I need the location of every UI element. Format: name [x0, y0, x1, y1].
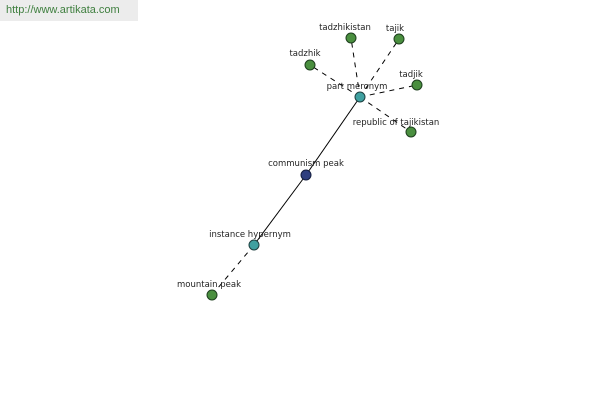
- node-tadzhikistan[interactable]: [345, 32, 357, 44]
- edge-part-meronym-republic: [359, 96, 412, 133]
- label-tajik: tajik: [386, 24, 404, 34]
- label-tadjik: tadjik: [399, 70, 423, 80]
- label-part-meronym: part meronym: [327, 82, 388, 92]
- label-republic-of-tajikistan: republic of tajikistan: [353, 118, 440, 128]
- node-part-meronym[interactable]: [354, 91, 366, 103]
- node-mountain-peak[interactable]: [206, 289, 218, 301]
- edge-part-meronym-tadzhik: [309, 64, 361, 98]
- edge-part-meronym-tajik: [359, 38, 400, 98]
- label-tadzhik: tadzhik: [289, 49, 320, 59]
- edge-instance-hypernym-mountain-peak: [211, 244, 255, 296]
- node-tadzhik[interactable]: [304, 59, 316, 71]
- edge-communism-peak-instance-hypernym: [253, 174, 307, 246]
- node-communism-peak[interactable]: [300, 169, 312, 181]
- node-tadjik[interactable]: [411, 79, 423, 91]
- node-tajik[interactable]: [393, 33, 405, 45]
- edge-communism-peak-part-meronym: [305, 96, 361, 176]
- label-tadzhikistan: tadzhikistan: [319, 23, 371, 33]
- label-instance-hypernym: instance hypernym: [209, 230, 291, 240]
- label-communism-peak: communism peak: [268, 159, 344, 169]
- node-republic-of-tajikistan[interactable]: [405, 126, 417, 138]
- node-instance-hypernym[interactable]: [248, 239, 260, 251]
- label-mountain-peak: mountain peak: [177, 280, 241, 290]
- watermark-link[interactable]: http://www.artikata.com: [0, 0, 138, 21]
